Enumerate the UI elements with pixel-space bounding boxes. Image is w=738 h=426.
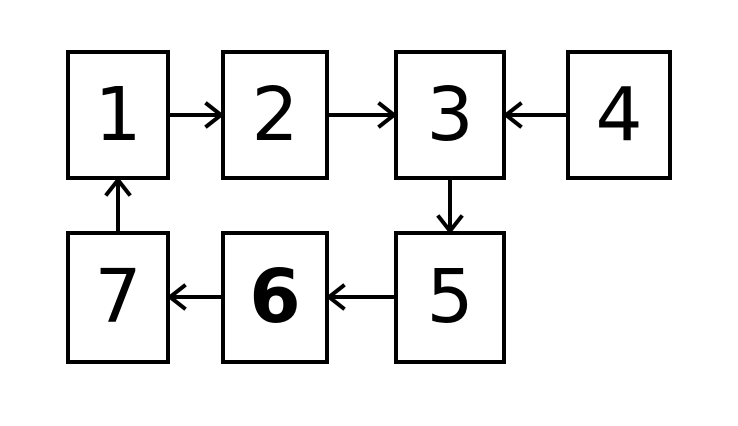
arrow-7-to-1 bbox=[104, 176, 132, 233]
block-1: 1 bbox=[66, 50, 170, 180]
block-5: 5 bbox=[394, 231, 506, 364]
arrow-3-to-5 bbox=[436, 178, 464, 235]
arrow-1-to-2 bbox=[168, 101, 225, 129]
block-3: 3 bbox=[394, 50, 506, 180]
arrow-4-to-3 bbox=[502, 101, 568, 129]
arrow-5-to-6 bbox=[325, 283, 396, 311]
block-1-label: 1 bbox=[94, 72, 141, 158]
block-2: 2 bbox=[221, 50, 329, 180]
block-4-label: 4 bbox=[595, 72, 642, 158]
arrow-6-to-7 bbox=[166, 283, 223, 311]
arrow-2-to-3 bbox=[327, 101, 398, 129]
block-3-label: 3 bbox=[426, 72, 473, 158]
block-4: 4 bbox=[566, 50, 672, 180]
block-6-label: 6 bbox=[249, 254, 301, 340]
block-2-label: 2 bbox=[251, 72, 298, 158]
block-7: 7 bbox=[66, 231, 170, 364]
block-6: 6 bbox=[221, 231, 329, 364]
block-5-label: 5 bbox=[426, 254, 473, 340]
block-7-label: 7 bbox=[94, 254, 141, 340]
